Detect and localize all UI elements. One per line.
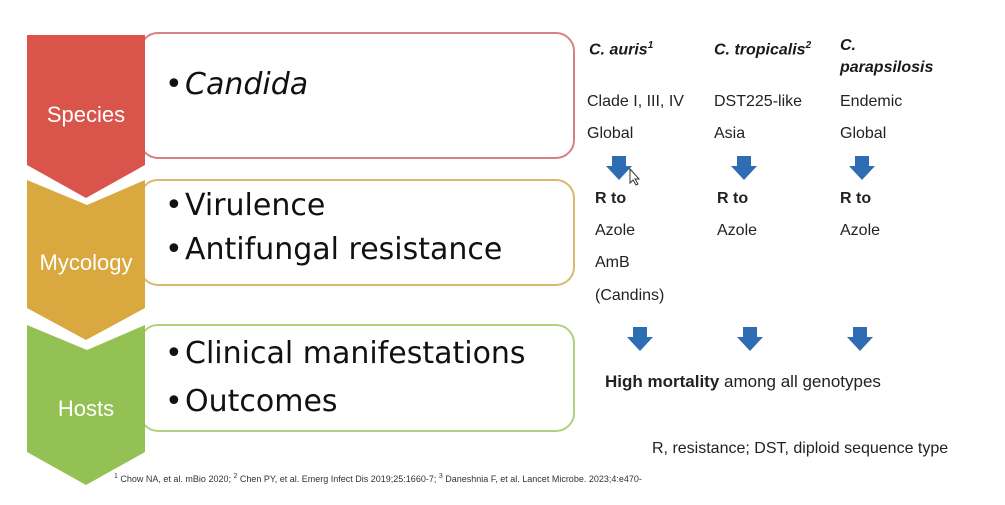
column-header-c-parapsilosis: C.parapsilosis bbox=[840, 37, 934, 76]
c-auris-region: Global bbox=[587, 125, 634, 142]
bullet-outcomes: •Outcomes bbox=[165, 384, 338, 419]
c-parapsilosis-resistance-azole: Azole bbox=[840, 222, 881, 239]
down-arrow-icon bbox=[731, 156, 757, 180]
stage-label-mycology: Mycology bbox=[39, 250, 133, 275]
c-parapsilosis-clade: Endemic bbox=[840, 93, 903, 110]
column-header-c-tropicalis: C. tropicalis2 bbox=[714, 40, 812, 59]
hosts-chevron bbox=[27, 325, 145, 485]
species-chevron bbox=[27, 35, 145, 198]
c-auris-resistance-candins: (Candins) bbox=[595, 287, 665, 304]
mycology-chevron bbox=[27, 180, 145, 340]
bullet-clinical-manifestations: •Clinical manifestations bbox=[165, 336, 526, 371]
stage-label-species: Species bbox=[46, 102, 126, 127]
c-auris-resistance-amb: AmB bbox=[595, 254, 630, 271]
c-tropicalis-resistance-azole: Azole bbox=[717, 222, 758, 239]
down-arrow-icon bbox=[847, 327, 873, 351]
c-tropicalis-r-to: R to bbox=[717, 190, 749, 207]
down-arrow-icon bbox=[627, 327, 653, 351]
bullet-virulence: •Virulence bbox=[165, 188, 326, 223]
down-arrow-icon bbox=[849, 156, 875, 180]
c-auris-r-to: R to bbox=[595, 190, 627, 207]
column-header-c-auris: C. auris1 bbox=[589, 40, 654, 59]
mouse-cursor-icon bbox=[629, 168, 641, 186]
c-auris-resistance-azole: Azole bbox=[595, 222, 636, 239]
c-parapsilosis-region: Global bbox=[840, 125, 887, 142]
abbreviation-legend: R, resistance; DST, diploid sequence typ… bbox=[652, 440, 949, 457]
c-auris-clade: Clade I, III, IV bbox=[587, 93, 684, 110]
down-arrow-icon bbox=[737, 327, 763, 351]
bullet-candida: •Candida bbox=[165, 67, 309, 102]
c-parapsilosis-r-to: R to bbox=[840, 190, 872, 207]
c-tropicalis-clade: DST225-like bbox=[714, 93, 803, 110]
bullet-antifungal-resistance: •Antifungal resistance bbox=[165, 232, 503, 267]
down-arrow-icon bbox=[606, 156, 632, 180]
c-tropicalis-region: Asia bbox=[714, 125, 746, 142]
references: 1 Chow NA, et al. mBio 2020; 2 Chen PY, … bbox=[114, 473, 642, 484]
summary-text: High mortality among all genotypes bbox=[605, 372, 881, 391]
stage-label-hosts: Hosts bbox=[57, 396, 115, 421]
